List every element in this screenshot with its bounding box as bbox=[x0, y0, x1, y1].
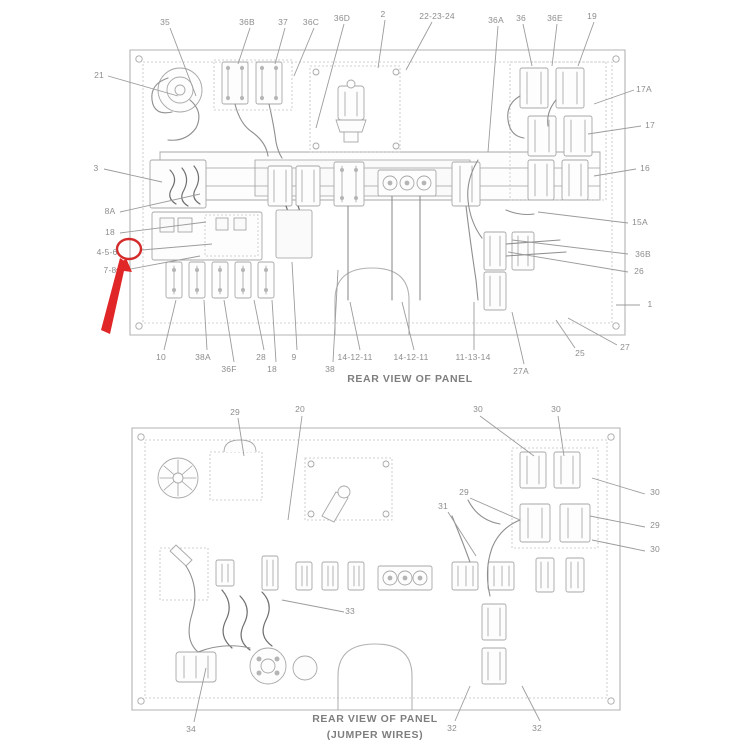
top-panel-lamp bbox=[309, 65, 401, 153]
callout-label-36: 36 bbox=[516, 13, 526, 23]
callout-label-20: 20 bbox=[295, 404, 305, 414]
bottom-panel-components bbox=[157, 439, 599, 685]
callout-label-22-23-24: 22-23-24 bbox=[419, 11, 455, 21]
callout-label-21: 21 bbox=[94, 70, 104, 80]
callout-label-30-d: 30 bbox=[650, 544, 660, 554]
top-panel-leader-lines bbox=[103, 19, 642, 365]
callout-label-16: 16 bbox=[640, 163, 650, 173]
callout-label-17: 17 bbox=[645, 120, 655, 130]
callout-label-30-a: 30 bbox=[473, 404, 483, 414]
callout-label-26: 26 bbox=[634, 266, 644, 276]
callout-label-2: 2 bbox=[380, 9, 386, 19]
callout-label-15a: 15A bbox=[632, 217, 648, 227]
callout-label-7-8: 7-8 bbox=[103, 265, 117, 275]
callout-label-3: 3 bbox=[93, 163, 99, 173]
callout-label-10: 10 bbox=[156, 352, 166, 362]
top-panel-left-relays bbox=[149, 67, 275, 299]
annotation-red-circle bbox=[101, 237, 143, 334]
callout-label-29-b: 29 bbox=[459, 487, 469, 497]
callout-label-37: 37 bbox=[278, 17, 288, 27]
callout-label-36a: 36A bbox=[488, 15, 504, 25]
callout-label-4-5-6: 4-5-6 bbox=[96, 247, 118, 257]
callout-label-30-c: 30 bbox=[650, 487, 660, 497]
top-panel-right-relays bbox=[467, 61, 607, 311]
callout-label-18-left: 18 bbox=[105, 227, 115, 237]
callout-label-36d: 36D bbox=[333, 13, 351, 23]
callout-label-1: 1 bbox=[647, 299, 653, 309]
callout-label-9: 9 bbox=[291, 352, 297, 362]
callout-label-14-12-11-a: 14-12-11 bbox=[337, 352, 373, 362]
callout-label-14-12-11-b: 14-12-11 bbox=[393, 352, 429, 362]
callout-label-32-a: 32 bbox=[447, 723, 457, 733]
callout-label-25: 25 bbox=[575, 348, 585, 358]
callout-label-36c: 36C bbox=[302, 17, 320, 27]
bottom-panel-leader-lines bbox=[193, 415, 646, 723]
bottom-view-caption-line2: (JUMPER WIRES) bbox=[326, 729, 424, 741]
callout-label-30-b: 30 bbox=[551, 404, 561, 414]
callout-label-17a: 17A bbox=[636, 84, 652, 94]
callout-label-38: 38 bbox=[325, 364, 335, 374]
callout-label-11-13-14: 11-13-14 bbox=[455, 352, 491, 362]
callout-label-36e: 36E bbox=[547, 13, 563, 23]
bottom-view-caption-line1: REAR VIEW OF PANEL bbox=[312, 713, 438, 725]
bottom-panel-outline bbox=[131, 427, 621, 711]
callout-label-29-a: 29 bbox=[230, 407, 240, 417]
top-panel-upper-relays bbox=[213, 59, 321, 259]
callout-label-27a: 27A bbox=[513, 366, 529, 376]
top-panel-center-terminals bbox=[333, 161, 481, 301]
callout-label-38a: 38A bbox=[195, 352, 211, 362]
callout-label-35: 35 bbox=[160, 17, 170, 27]
callout-label-27: 27 bbox=[620, 342, 630, 352]
callout-label-31: 31 bbox=[438, 501, 448, 511]
callout-label-18-bottom: 18 bbox=[267, 364, 277, 374]
callout-label-28: 28 bbox=[256, 352, 266, 362]
callout-label-32-b: 32 bbox=[532, 723, 542, 733]
callout-label-36b-right: 36B bbox=[635, 249, 651, 259]
callout-label-8a: 8A bbox=[104, 206, 116, 216]
callout-label-36b: 36B bbox=[239, 17, 255, 27]
callout-label-36f: 36F bbox=[221, 364, 237, 374]
top-view-caption: REAR VIEW OF PANEL bbox=[347, 373, 473, 385]
callout-label-33: 33 bbox=[345, 606, 355, 616]
callout-label-29-c: 29 bbox=[650, 520, 660, 530]
callout-label-19: 19 bbox=[587, 11, 597, 21]
callout-label-34: 34 bbox=[186, 724, 196, 734]
